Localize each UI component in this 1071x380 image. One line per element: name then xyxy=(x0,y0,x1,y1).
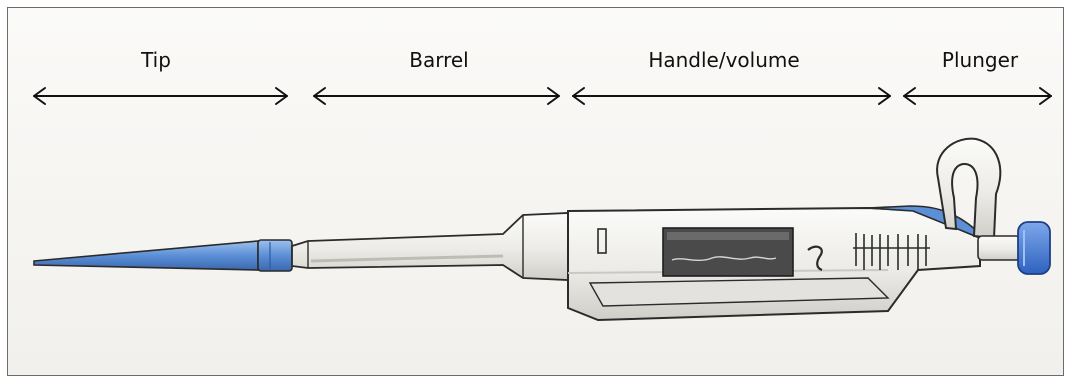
pipette-tip xyxy=(34,240,292,271)
plunger-cap xyxy=(1018,222,1050,274)
diagram-frame: Tip Barrel Handle/volume Plunger xyxy=(7,7,1064,376)
pipette-barrel xyxy=(292,213,568,280)
plunger-shaft xyxy=(978,236,1020,260)
pipette-illustration xyxy=(8,8,1063,375)
volume-window xyxy=(663,228,793,276)
finger-hook xyxy=(937,139,1000,238)
pipette-handle xyxy=(568,208,980,320)
